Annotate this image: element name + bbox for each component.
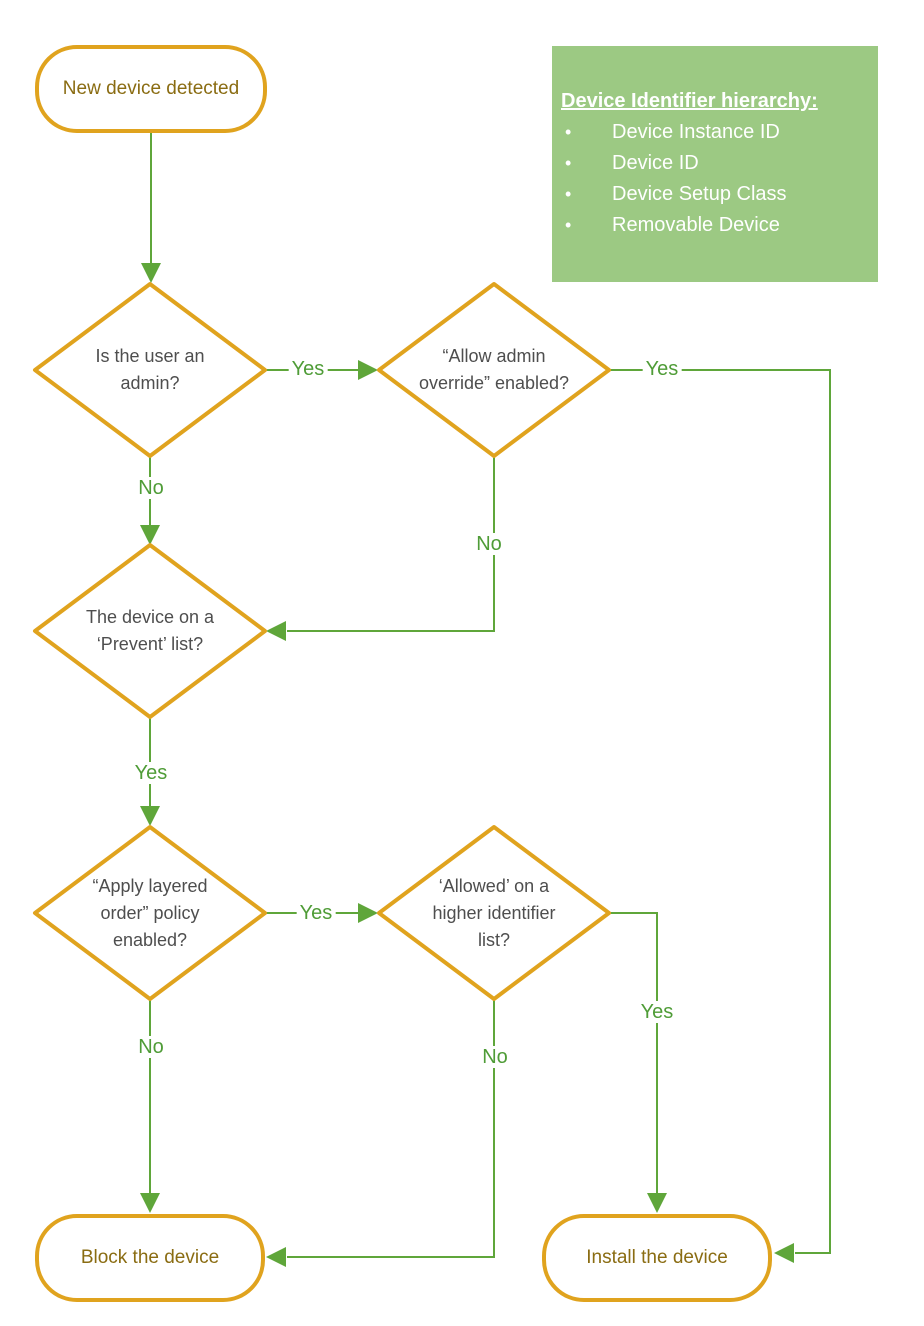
edge-label-override-no: No [473, 533, 505, 555]
decision-admin-label: Is the user an admin? [95, 346, 205, 393]
edge-label-admin-yes: Yes [288, 358, 328, 380]
legend-item-label: Device Setup Class [612, 183, 787, 205]
block-node: Block the device [35, 1214, 265, 1302]
arrowhead-higher-yes [647, 1193, 667, 1213]
edge-label-prevent-yes: Yes [131, 762, 171, 784]
start-node-label: New device detected [62, 78, 240, 99]
decision-higher-shape [377, 825, 611, 1001]
edge-higher-yes-line [609, 912, 658, 1194]
arrowhead-admin-yes [358, 360, 378, 380]
legend-title: Device Identifier hierarchy: [561, 90, 818, 112]
edge-label-higher-yes: Yes [637, 1001, 677, 1023]
decision-higher-label: ‘Allowed’ on a higher identifier list? [432, 875, 556, 950]
edge-override-no-line [287, 456, 495, 632]
legend-list: • Device Instance ID • Device ID • Devic… [561, 117, 868, 241]
decision-layered-shape [33, 825, 267, 1001]
decision-admin-shape [33, 282, 267, 458]
legend-box: Device Identifier hierarchy: • Device In… [552, 46, 878, 282]
arrowhead-start-admin [141, 263, 161, 283]
arrowhead-override-yes [774, 1243, 794, 1263]
decision-override: “Allow admin override” enabled? [379, 284, 609, 456]
bullet-icon: • [565, 153, 572, 173]
edge-label-layered-no: No [135, 1036, 167, 1058]
decision-override-label: “Allow admin override” enabled? [418, 346, 570, 393]
legend-item: • Device Instance ID [561, 117, 868, 148]
arrowhead-admin-no [140, 525, 160, 545]
edge-label-admin-no: No [135, 477, 167, 499]
decision-prevent: The device on a ‘Prevent’ list? [35, 545, 265, 717]
arrowhead-layered-no [140, 1193, 160, 1213]
decision-prevent-label: The device on a ‘Prevent’ list? [85, 607, 215, 654]
legend-item: • Device Setup Class [561, 179, 868, 210]
decision-override-shape [377, 282, 611, 458]
edge-label-higher-no: No [479, 1046, 511, 1068]
edge-label-layered-yes: Yes [296, 902, 336, 924]
decision-layered-label: “Apply layered order” policy enabled? [92, 875, 208, 950]
bullet-icon: • [565, 184, 572, 204]
decision-higher: ‘Allowed’ on a higher identifier list? [379, 827, 609, 999]
legend-item-label: Device ID [612, 152, 699, 174]
legend-item-label: Removable Device [612, 214, 780, 236]
arrowhead-higher-no [266, 1247, 286, 1267]
arrowhead-override-no [266, 621, 286, 641]
edge-higher-no-line [287, 999, 495, 1258]
decision-admin: Is the user an admin? [35, 284, 265, 456]
block-node-label: Block the device [80, 1247, 220, 1268]
start-node: New device detected [35, 45, 267, 133]
edge-label-override-yes: Yes [642, 358, 682, 380]
legend-item-label: Device Instance ID [612, 121, 780, 143]
bullet-icon: • [565, 122, 572, 142]
arrowhead-layered-yes [358, 903, 378, 923]
decision-layered: “Apply layered order” policy enabled? [35, 827, 265, 999]
arrowhead-prevent-yes [140, 806, 160, 826]
install-node-label: Install the device [586, 1247, 728, 1268]
edge-override-yes-line [609, 369, 831, 1254]
install-node: Install the device [542, 1214, 772, 1302]
legend-item: • Removable Device [561, 210, 868, 241]
legend-item: • Device ID [561, 148, 868, 179]
bullet-icon: • [565, 215, 572, 235]
decision-prevent-shape [33, 543, 267, 719]
